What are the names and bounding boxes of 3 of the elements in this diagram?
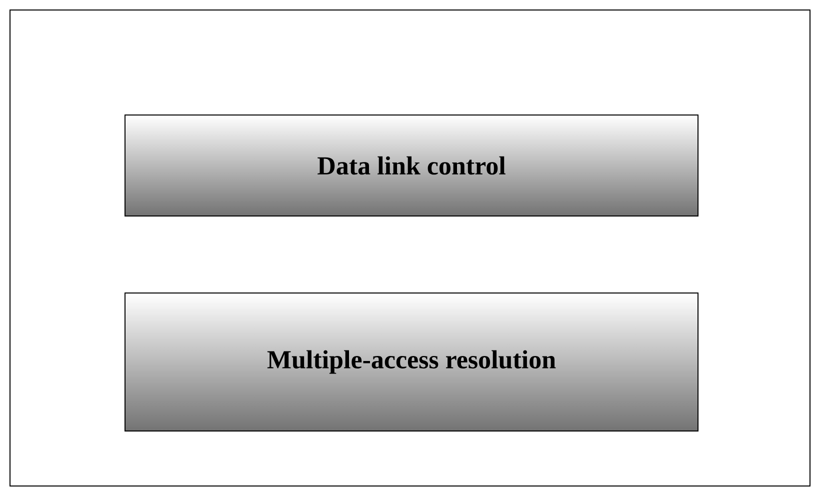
process-box: Multiple-access resolution: [124, 292, 698, 432]
frame-box: [10, 10, 810, 486]
process-box: Data link control: [124, 114, 698, 216]
